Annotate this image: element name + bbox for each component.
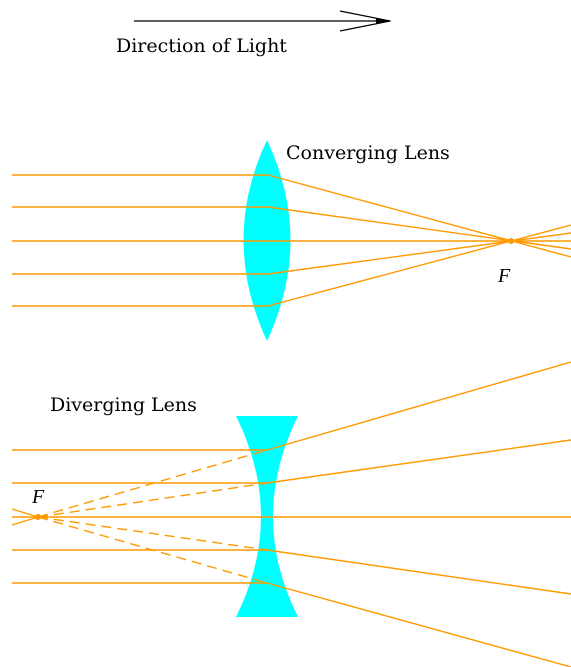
diverging-edge-ray: [11, 516, 39, 526]
converging-focal-point: [508, 238, 514, 244]
diverging-virtual-ray: [37, 482, 268, 518]
diverging-virtual-rays: [37, 449, 268, 584]
converging-refracted-rays: [267, 174, 571, 307]
diverging-virtual-ray: [37, 516, 268, 584]
direction-arrow: [134, 10, 392, 32]
diverging-refracted-ray: [266, 582, 571, 667]
diverging-refracted-ray: [266, 439, 571, 484]
converging-focal-label: F: [498, 265, 511, 287]
converging-refracted-ray: [267, 224, 571, 307]
converging-lens-label: Converging Lens: [286, 142, 450, 164]
diverging-incoming-rays: [12, 449, 571, 584]
diverging-edge-ray: [11, 508, 39, 518]
converging-lens-group: [12, 140, 571, 341]
diverging-refracted-ray: [266, 361, 571, 451]
diverging-lens-label: Diverging Lens: [50, 394, 197, 416]
diverging-focal-point: [35, 514, 41, 520]
direction-arrow-tip: [376, 18, 392, 24]
direction-label: Direction of Light: [116, 35, 287, 57]
converging-incoming-rays: [12, 174, 268, 307]
converging-refracted-ray: [267, 206, 571, 250]
diverging-edge-rays: [11, 508, 39, 526]
diverging-focal-label: F: [32, 486, 45, 508]
diverging-virtual-ray: [37, 449, 268, 518]
diverging-refracted-ray: [266, 549, 571, 595]
diverging-virtual-ray: [37, 516, 268, 551]
converging-refracted-ray: [267, 232, 571, 275]
converging-refracted-ray: [267, 174, 571, 258]
diverging-lens-group: [11, 361, 571, 667]
diverging-refracted-rays: [266, 361, 571, 667]
